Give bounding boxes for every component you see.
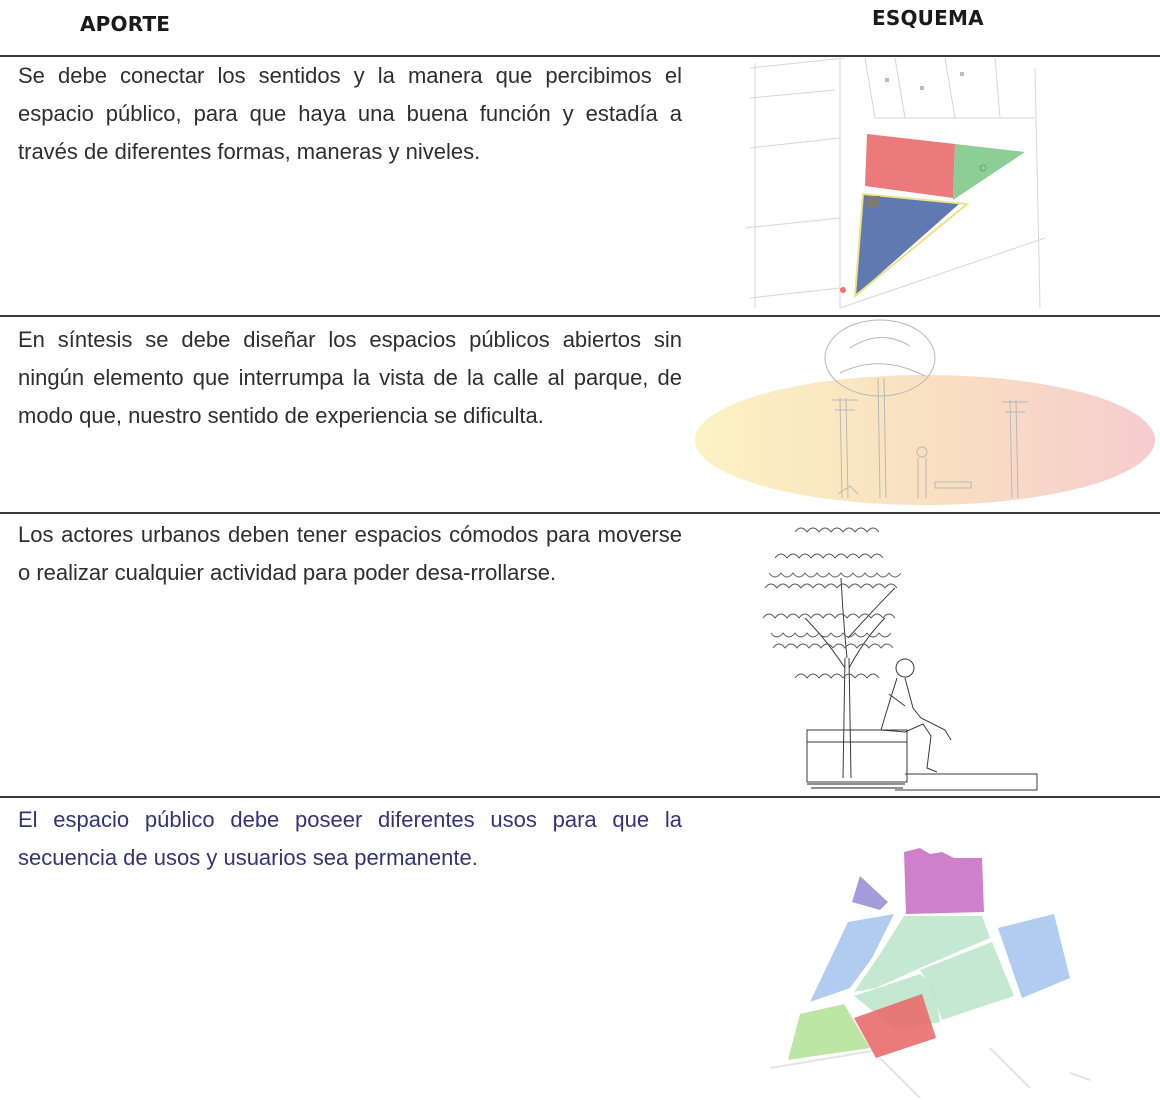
tree-seated-person-icon [762, 527, 1038, 791]
use-magenta [904, 848, 984, 914]
use-mint-2 [920, 942, 1014, 1020]
row-text-3: Los actores urbanos deben tener espacios… [18, 522, 682, 585]
divider [0, 315, 1160, 317]
use-purple [852, 876, 888, 910]
use-lime [788, 1004, 870, 1060]
use-lightblue-left [810, 914, 894, 1002]
use-red [854, 994, 936, 1058]
row-text-1: Se debe conectar los sentidos y la maner… [18, 63, 682, 164]
use-lightblue-right [998, 914, 1070, 998]
row-text-2: En síntesis se debe diseñar los espacios… [18, 327, 682, 428]
use-mint-1 [854, 916, 990, 992]
street-view-ellipse-icon [695, 319, 1155, 505]
divider [0, 796, 1160, 798]
divider [0, 55, 1160, 57]
row-text-4: El espacio público debe poseer diferente… [18, 807, 682, 870]
zone-red [865, 134, 955, 198]
site-plan-zones-icon [745, 58, 1045, 309]
zone-green [953, 144, 1025, 200]
divider [0, 512, 1160, 514]
land-use-map-icon [770, 848, 1091, 1098]
column-header-esquema: ESQUEMA [872, 6, 984, 30]
zone-blue [855, 194, 959, 296]
column-header-aporte: APORTE [80, 12, 171, 36]
